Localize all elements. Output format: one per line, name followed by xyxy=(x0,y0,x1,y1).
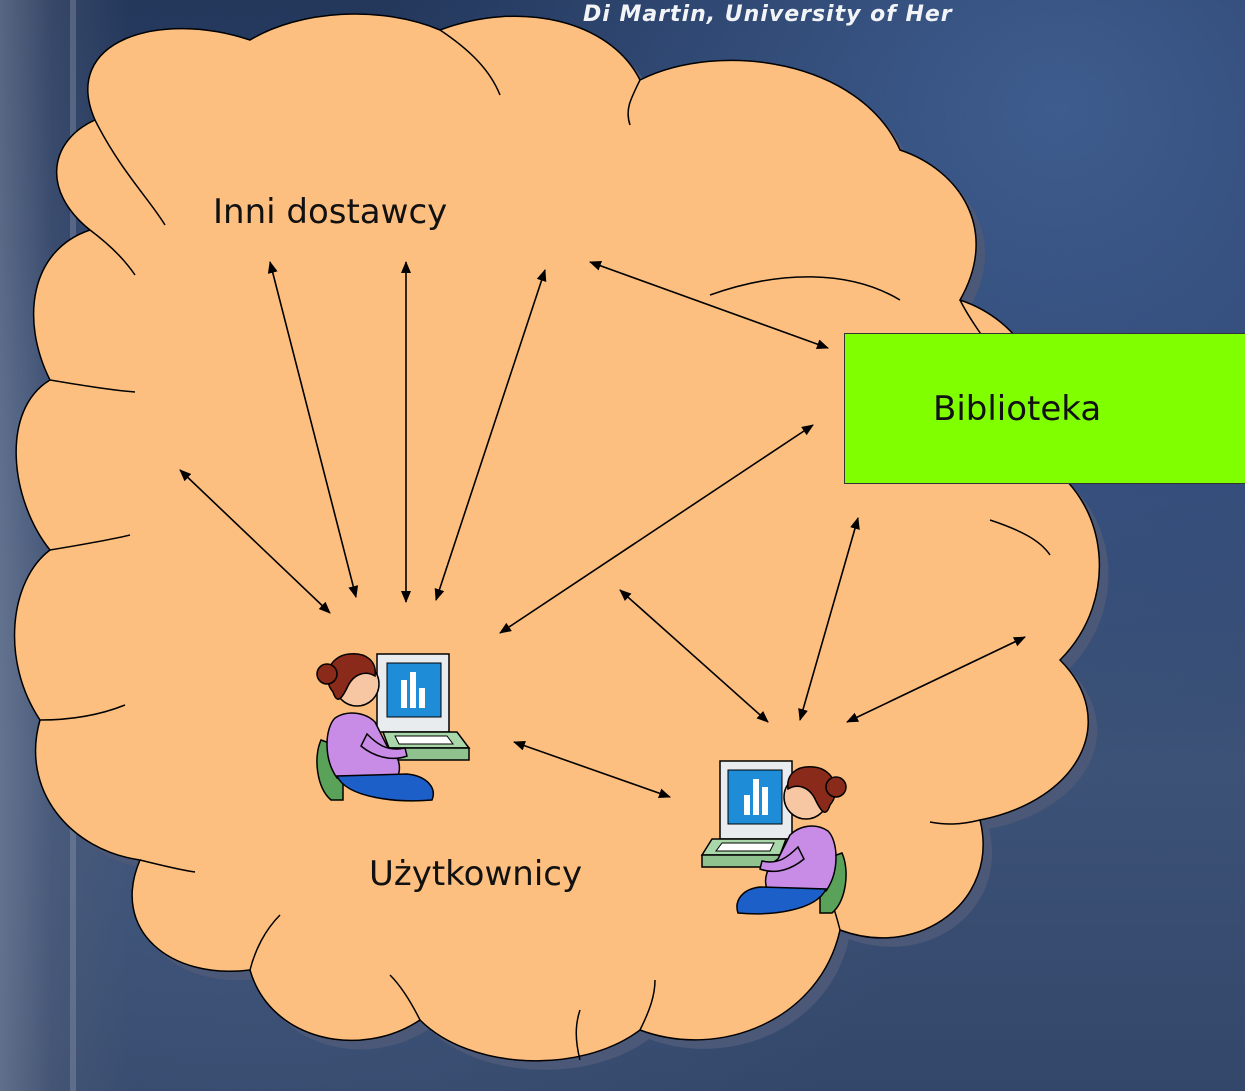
arrow-providers-user1-c xyxy=(434,269,547,601)
relationship-arrows xyxy=(179,261,1026,799)
arrow-providers-user1-a xyxy=(267,261,359,598)
author-byline: Di Martin, University of Her xyxy=(583,2,953,27)
providers-label: Inni dostawcy xyxy=(213,192,448,232)
arrow-cloud-user2-b xyxy=(846,636,1026,723)
arrow-cloud-user2-a xyxy=(619,589,769,723)
arrow-providers-library xyxy=(589,261,829,349)
users-label: Użytkownicy xyxy=(369,854,583,894)
arrow-user1-user2 xyxy=(513,740,671,799)
user-at-computer-icon xyxy=(700,760,847,915)
library-label: Biblioteka xyxy=(933,388,1102,429)
library-box: Biblioteka xyxy=(844,333,1245,484)
arrow-library-user2 xyxy=(798,517,860,721)
user-at-computer-icon xyxy=(316,653,471,802)
arrow-library-user1 xyxy=(499,424,814,634)
cloud-shape xyxy=(13,13,1100,1062)
arrow-cloud-user1 xyxy=(179,469,331,614)
